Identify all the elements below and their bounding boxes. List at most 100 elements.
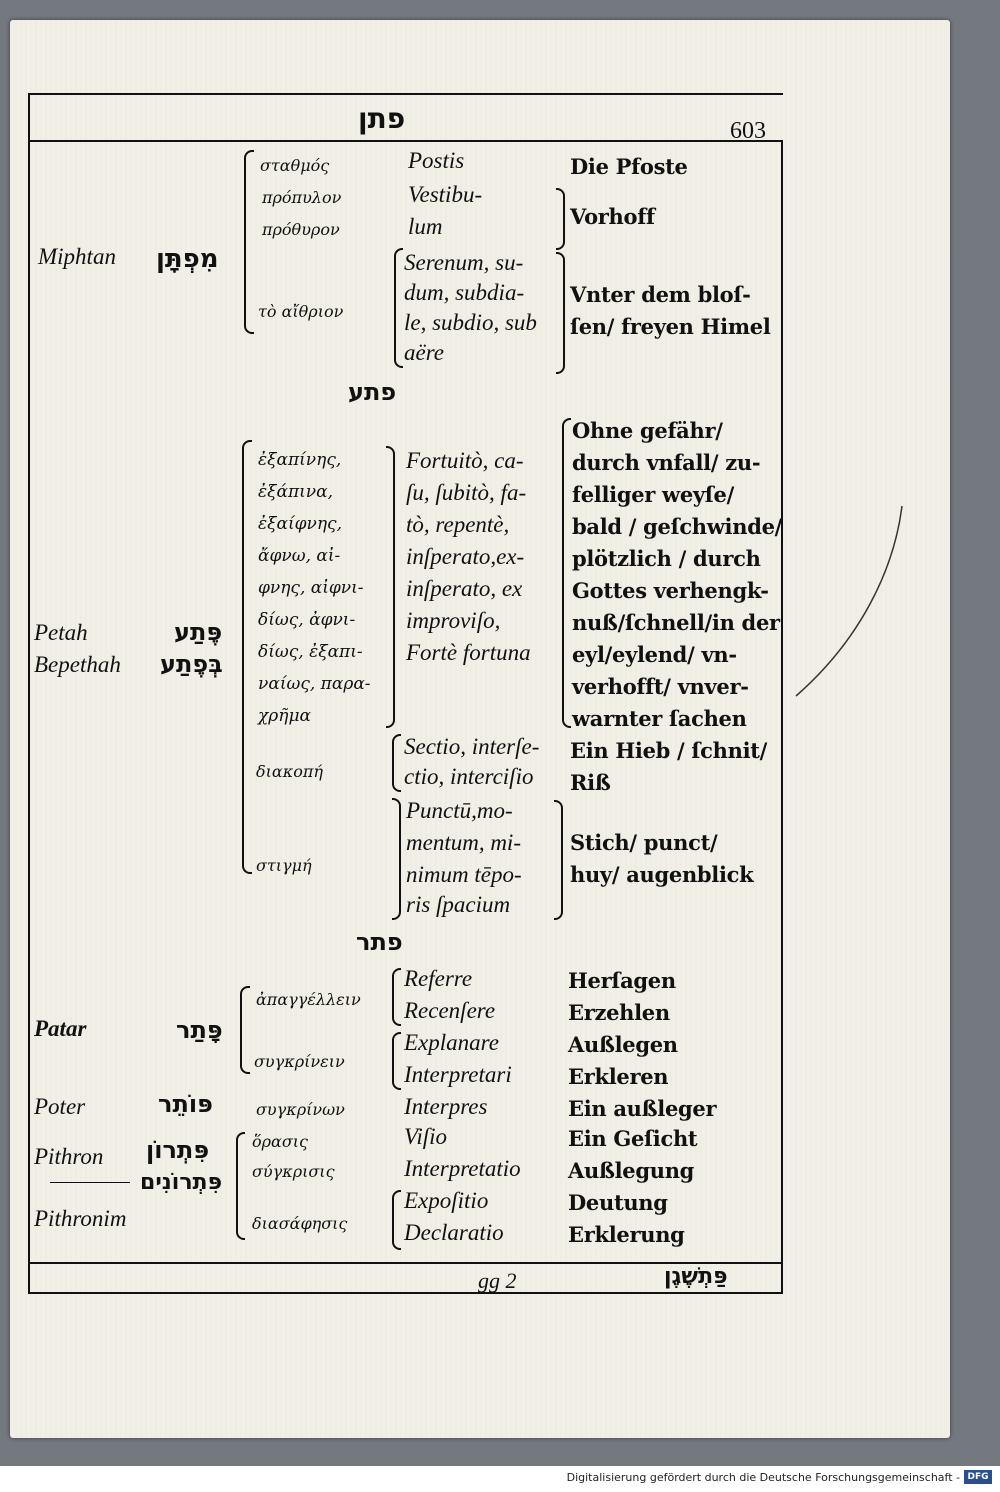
brace-sectio bbox=[392, 734, 401, 792]
greek-2-4: ἄφνω, αἰ- bbox=[258, 546, 341, 566]
latin-entry-patar: Patar bbox=[34, 1016, 87, 1041]
latin-2-7: Fortè fortuna bbox=[406, 640, 531, 665]
german-1-1: Die Pfoste bbox=[570, 154, 688, 179]
book-page bbox=[10, 20, 950, 1438]
hebrew-entry-petah: פֶּתַע bbox=[174, 618, 223, 646]
hebrew-entry-poter: פּוֹתֵר bbox=[158, 1090, 213, 1118]
scan-footer bbox=[0, 1466, 1000, 1492]
greek-1-3: πρόθυρον bbox=[262, 220, 340, 239]
latin-1-3: lum bbox=[408, 214, 443, 239]
latin-3-3: Explanare bbox=[404, 1030, 499, 1055]
german-3-6: Ein Geſicht bbox=[568, 1126, 698, 1151]
latin-entry-petah: Petah bbox=[34, 620, 88, 645]
paper-texture bbox=[10, 20, 950, 1438]
page-number: 603 bbox=[730, 118, 766, 144]
latin-2-8: Sectio, interſe- bbox=[404, 734, 540, 759]
german-2-13: Stich/ punct/ bbox=[570, 830, 718, 855]
greek-1-2: πρόπυλον bbox=[262, 188, 342, 207]
german-2-9: verhofft/ vnver- bbox=[572, 674, 749, 699]
greek-2-10: διακοπή bbox=[256, 762, 323, 781]
brace-serenum bbox=[394, 248, 403, 368]
latin-3-9: Declaratio bbox=[404, 1220, 504, 1245]
latin-2-12: nimum tēpo- bbox=[406, 862, 522, 887]
dfg-credit: Digitalisierung gefördert durch die Deut… bbox=[566, 1471, 960, 1484]
greek-3-1: ἀπαγγέλλειν bbox=[256, 990, 361, 1009]
right-frame bbox=[781, 140, 783, 1293]
brace-punctum bbox=[392, 798, 401, 920]
latin-entry-pithron: Pithron bbox=[34, 1144, 104, 1169]
latin-2-9: ctio, interciſio bbox=[404, 764, 534, 789]
german-2-8: eyl/eylend/ vn- bbox=[572, 642, 737, 667]
german-3-5: Ein außleger bbox=[568, 1096, 717, 1121]
greek-2-3: ἐξαίφνης, bbox=[258, 514, 342, 534]
latin-1-7: aëre bbox=[404, 340, 445, 365]
brace-miphtan bbox=[244, 150, 254, 334]
greek-2-7: δίως, ἐξαπι- bbox=[258, 642, 363, 662]
german-1-2: Vorhoff bbox=[570, 204, 655, 229]
brace-petah bbox=[242, 440, 252, 874]
german-2-3: felliger weyſe/ bbox=[572, 482, 734, 507]
greek-3-5: σύγκρισις bbox=[252, 1162, 335, 1181]
brace-patar bbox=[240, 986, 250, 1074]
catchword: פַּתְשֶׁגֶן bbox=[664, 1264, 728, 1289]
greek-2-11: στιγμή bbox=[256, 856, 312, 875]
dfg-logo: DFG bbox=[964, 1470, 992, 1484]
latin-3-1: Referre bbox=[404, 966, 473, 991]
brace-expositio bbox=[392, 1190, 401, 1250]
latin-3-6: Viſio bbox=[404, 1124, 448, 1149]
german-2-2: durch vnfall/ zu- bbox=[572, 450, 761, 475]
german-3-3: Außlegen bbox=[568, 1032, 678, 1057]
latin-3-4: Interpretari bbox=[404, 1062, 512, 1087]
hebrew-entry-miphtan: מִפְתָּן bbox=[156, 244, 219, 274]
german-3-4: Erkleren bbox=[568, 1064, 669, 1089]
rbrace-vestibulum bbox=[556, 188, 565, 250]
latin-3-5: Interpres bbox=[404, 1094, 488, 1119]
latin-2-1: Fortuitò, ca- bbox=[406, 448, 524, 473]
latin-2-13: ris ſpacium bbox=[406, 892, 511, 917]
hebrew-entry-patar: פָּתַר bbox=[176, 1016, 223, 1044]
german-1-4: ſen/ freyen Himel bbox=[570, 314, 771, 339]
greek-1-4: τὸ αἴθριον bbox=[258, 302, 344, 321]
hebrew-entry-pithron: פִּתְרוֹן bbox=[146, 1136, 210, 1164]
latin-entry-miphtan: Miphtan bbox=[38, 244, 116, 269]
latin-2-5: inſperato, ex bbox=[406, 576, 523, 601]
brace-explanare bbox=[392, 1032, 401, 1090]
latin-2-2: ſu, ſubitò, fa- bbox=[406, 480, 527, 505]
german-3-9: Erklerung bbox=[568, 1222, 685, 1247]
latin-2-4: inſperato,ex- bbox=[406, 544, 525, 569]
latin-2-3: tò, repentè, bbox=[406, 512, 510, 537]
signature-mark: gg 2 bbox=[478, 1268, 517, 1293]
rbrace-serenum bbox=[556, 252, 565, 374]
header-rule bbox=[28, 140, 783, 142]
latin-entry-poter: Poter bbox=[34, 1094, 86, 1119]
greek-3-6: διασάφησις bbox=[252, 1214, 348, 1233]
latin-entry-pithronim: Pithronim bbox=[34, 1206, 127, 1231]
brace-ohne bbox=[562, 418, 571, 728]
latin-1-6: le, subdio, sub bbox=[404, 310, 537, 335]
left-frame bbox=[28, 93, 30, 1293]
margin-pencil-mark bbox=[795, 505, 903, 697]
bottom-rule bbox=[28, 1262, 783, 1264]
german-2-7: nuß/ſchnell/in der bbox=[572, 610, 780, 635]
greek-2-6: δίως, ἀφνι- bbox=[258, 610, 356, 630]
latin-2-6: improviſo, bbox=[406, 608, 501, 633]
german-2-14: huy/ augenblick bbox=[570, 862, 754, 887]
german-3-7: Außlegung bbox=[568, 1158, 695, 1183]
greek-2-5: φνης, αἰφνι- bbox=[258, 578, 364, 598]
section2-heading: פתע bbox=[348, 378, 397, 406]
header-hebrew-heading: פתן bbox=[358, 102, 406, 135]
brace-fortuito bbox=[386, 446, 395, 728]
bottom-rule-2 bbox=[28, 1292, 783, 1294]
greek-2-8: ναίως, παρα- bbox=[258, 674, 371, 694]
latin-3-7: Interpretatio bbox=[404, 1156, 521, 1181]
top-rule bbox=[28, 93, 783, 95]
greek-3-4: ὅρασις bbox=[252, 1132, 308, 1151]
german-3-8: Deutung bbox=[568, 1190, 668, 1215]
latin-1-2: Vestibu- bbox=[408, 182, 483, 207]
german-2-11: Ein Hieb / ſchnit/ bbox=[570, 738, 768, 763]
german-2-1: Ohne gefähr/ bbox=[572, 418, 723, 443]
greek-2-1: ἐξαπίνης, bbox=[258, 450, 342, 470]
hebrew-entry-pithronim: פִּתְרוֹנִים bbox=[140, 1170, 223, 1195]
german-2-5: plötzlich / durch bbox=[572, 546, 761, 571]
brace-pithron bbox=[236, 1132, 245, 1240]
